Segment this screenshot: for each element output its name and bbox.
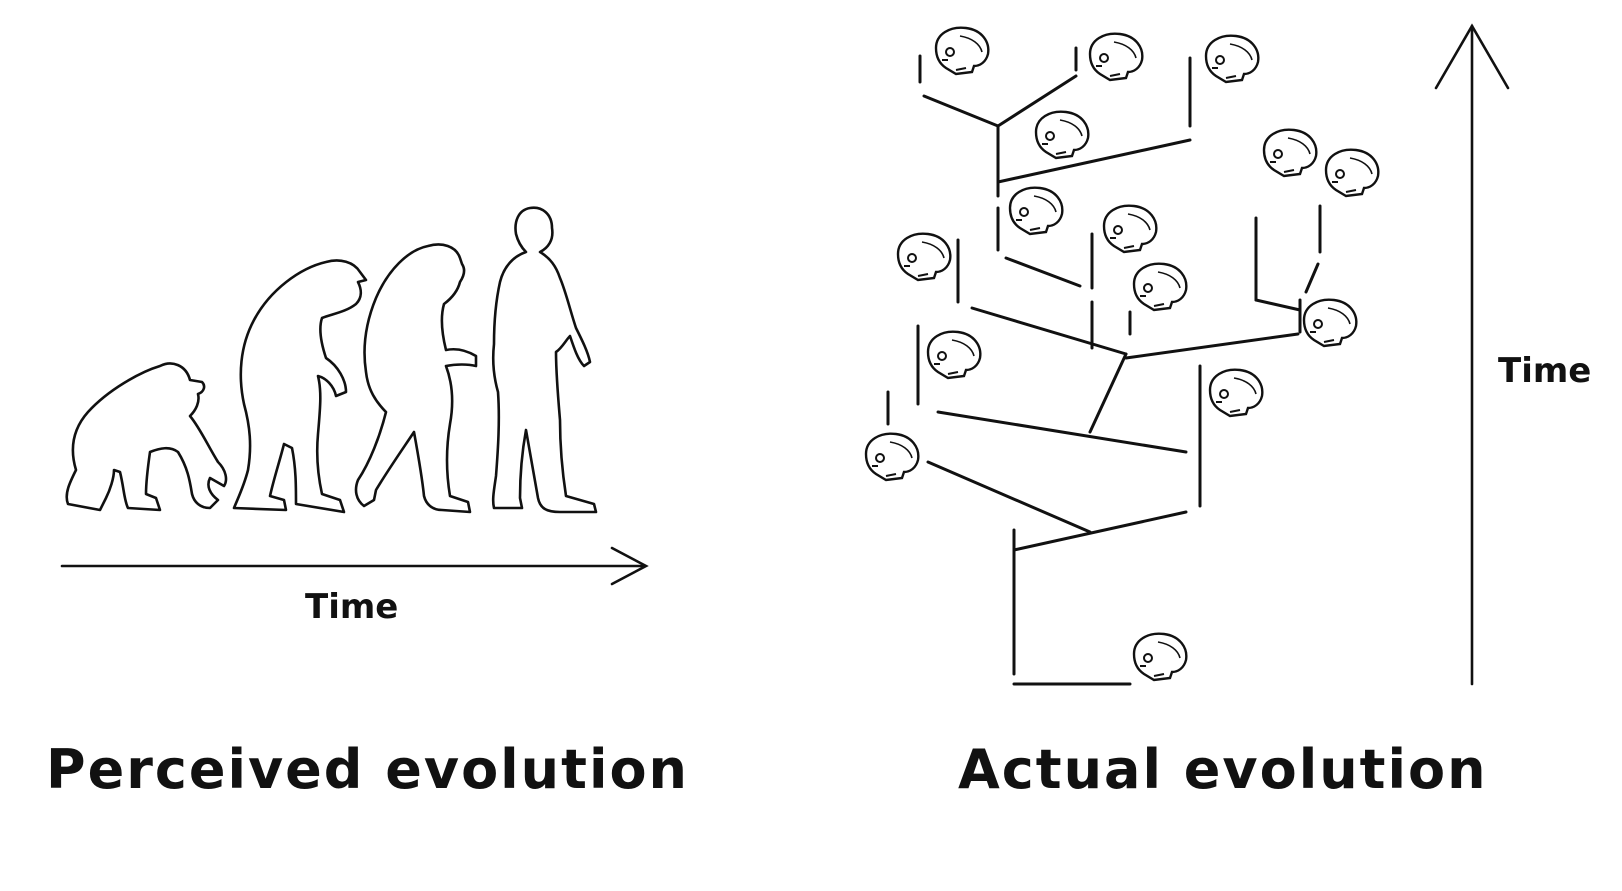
actual-evolution-caption: Actual evolution <box>958 738 1488 801</box>
skull-icon <box>1132 632 1188 682</box>
early-hominid-figure <box>232 259 368 514</box>
skull-icon <box>896 232 952 282</box>
time-arrow-vertical <box>1434 23 1510 686</box>
modern-human-figure <box>491 206 598 514</box>
skull-icon <box>1208 368 1264 418</box>
time-axis-label: Time <box>1498 351 1592 391</box>
skull-icon <box>1204 34 1260 84</box>
skull-icon <box>1034 110 1090 160</box>
intermediate-hominid-figure <box>354 243 478 514</box>
chimp-figure <box>65 362 228 512</box>
skull-icon <box>1132 262 1188 312</box>
skull-icon <box>926 330 982 380</box>
skull-icon <box>934 26 990 76</box>
skull-icon <box>1102 204 1158 254</box>
perceived-evolution-caption: Perceived evolution <box>46 738 689 801</box>
skull-icon <box>864 432 920 482</box>
skull-icon <box>1324 148 1380 198</box>
phylogenetic-tree <box>886 46 1322 686</box>
skull-icon <box>1302 298 1358 348</box>
skull-icon <box>1262 128 1318 178</box>
skull-icon <box>1088 32 1144 82</box>
perceived-evolution-figures <box>65 206 598 514</box>
skull-icon <box>1008 186 1064 236</box>
time-axis-label: Time <box>305 587 399 627</box>
time-arrow-horizontal <box>60 546 649 586</box>
